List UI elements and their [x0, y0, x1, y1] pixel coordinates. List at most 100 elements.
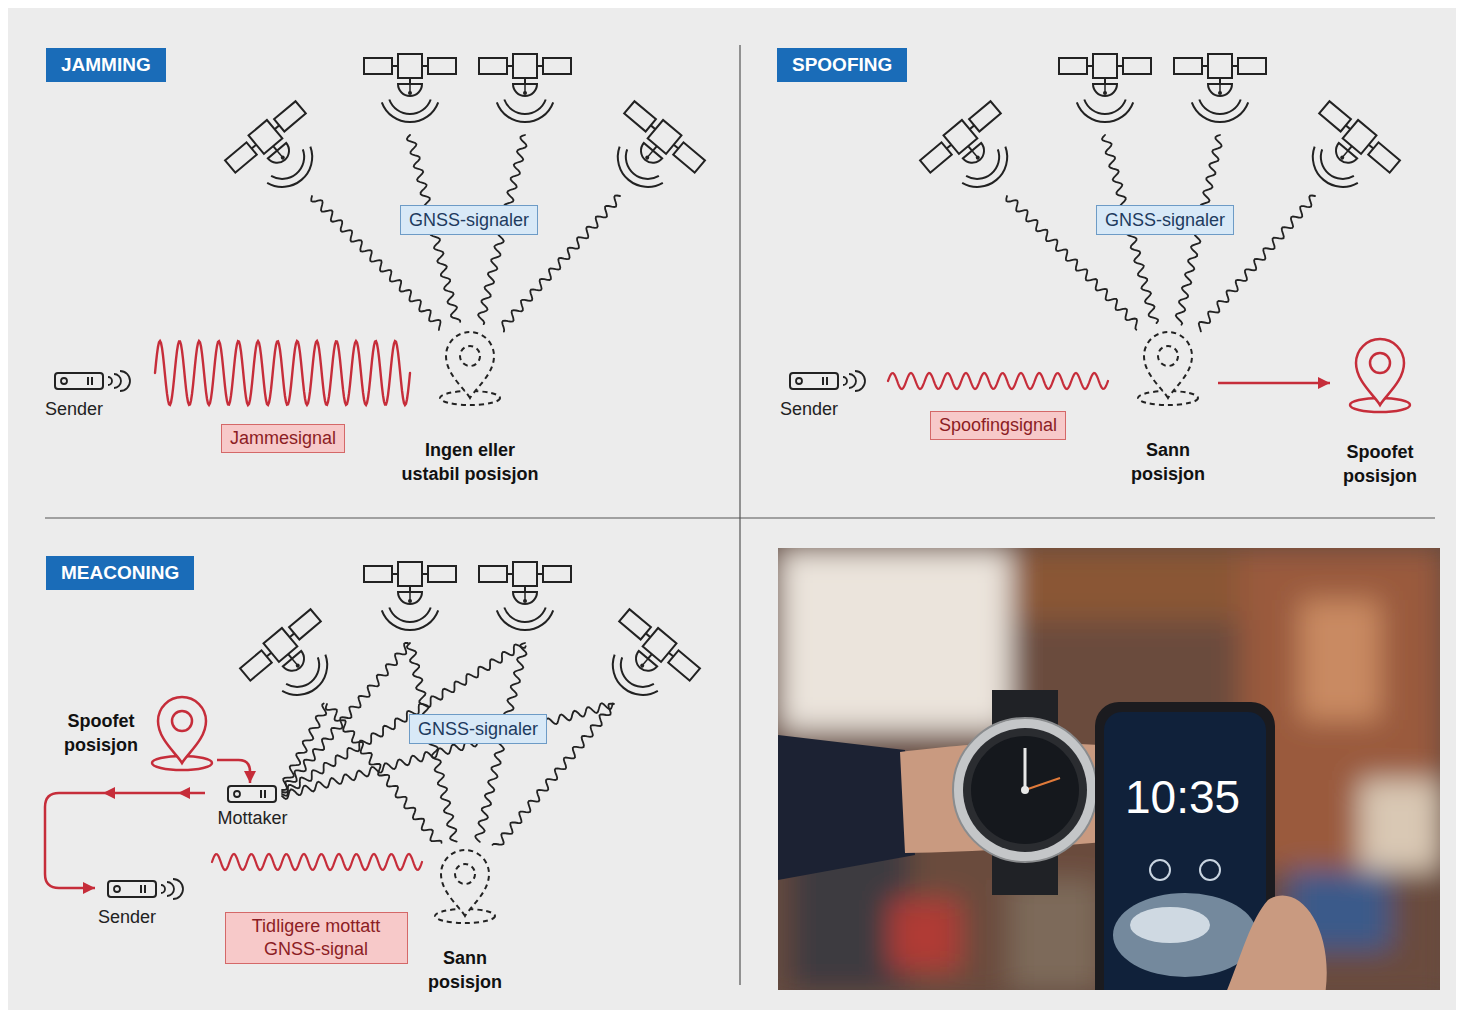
device-body [228, 786, 276, 802]
marker-icon [430, 328, 510, 408]
signal-label: Spoofingsignal [930, 411, 1066, 440]
position-marker: Ingen eller ustabil posisjon [395, 328, 545, 486]
position-marker: Sann posisjon [1118, 328, 1218, 486]
radio-arc [173, 879, 183, 899]
radio-arc [167, 882, 174, 896]
marker-pin [158, 697, 206, 763]
device-body [55, 373, 103, 389]
arrow-line [1218, 382, 1330, 385]
divider-line [45, 517, 1435, 518]
radio-arc [849, 374, 856, 388]
position-marker: Spoofet posisjon [1330, 335, 1430, 488]
transmitter-icon [95, 878, 190, 900]
device-slot [87, 377, 89, 385]
receiver: Mottaker [205, 783, 300, 829]
transmitter: Sender [777, 370, 872, 420]
node-label: GNSS-signaler [418, 717, 538, 741]
gnss-signal-line [282, 704, 326, 791]
device-slot [144, 885, 146, 893]
node-label: Jammesignal [230, 427, 336, 450]
radio-arc [120, 371, 130, 391]
marker-dot [460, 346, 480, 366]
signal-arrow [217, 760, 250, 783]
section-tag: SPOOFING [777, 48, 907, 82]
signal-label: GNSS-signaler [400, 205, 538, 235]
position-marker: Sann posisjon [415, 846, 515, 994]
radio-arc [108, 377, 112, 385]
marker-pin [1144, 332, 1192, 398]
marker-pin [446, 332, 494, 398]
device-slot [826, 377, 828, 385]
signal-arrow [45, 787, 205, 888]
device-led [61, 378, 67, 384]
signal-label: Tidligere mottatt GNSS-signal [225, 912, 408, 964]
device-slot [140, 885, 142, 893]
signal-label: GNSS-signaler [409, 714, 547, 744]
node-label: Sann posisjon [415, 946, 515, 994]
node-label: MEACONING [61, 561, 179, 585]
device-body [108, 881, 156, 897]
radio-arc [843, 377, 847, 385]
marker-dot [455, 864, 475, 884]
node-label: Tidligere mottatt GNSS-signal [234, 915, 399, 961]
device-led [114, 886, 120, 892]
position-marker: Spoofet posisjon [55, 693, 217, 773]
transmitter: Sender [42, 370, 137, 420]
device-body [790, 373, 838, 389]
signal-label: Jammesignal [221, 424, 345, 453]
node-label: Spoofet posisjon [55, 709, 147, 757]
radio-arc [161, 885, 165, 893]
node-label: GNSS-signaler [409, 208, 529, 232]
node-label: Mottaker [205, 807, 300, 829]
arrow-head [103, 787, 115, 799]
signal-label: GNSS-signaler [1096, 205, 1234, 235]
spoofing-wave [888, 373, 1108, 389]
device-led [234, 791, 240, 797]
marker-icon [147, 693, 217, 773]
jamming-wave [155, 341, 410, 405]
marker-dot [1370, 353, 1390, 373]
node-label: SPOOFING [792, 53, 892, 77]
arrow-head [178, 787, 190, 799]
marker-icon [425, 846, 505, 926]
radio-arc [855, 371, 865, 391]
replay-wave [212, 854, 422, 870]
transmitter-icon [42, 370, 137, 392]
node-label: Spoofet posisjon [1330, 440, 1430, 488]
receiver-icon [205, 783, 300, 803]
section-tag: MEACONING [46, 556, 194, 590]
node-label: GNSS-signaler [1105, 208, 1225, 232]
phone-clock: 10:35 [1125, 770, 1240, 824]
node-label: Sann posisjon [1118, 438, 1218, 486]
device-led [796, 378, 802, 384]
device-slot [822, 377, 824, 385]
signal-arrow [1218, 383, 1330, 384]
divider-line [739, 45, 740, 985]
transmitter: Sender [95, 878, 190, 928]
node-label: Sender [42, 398, 137, 420]
marker-pin [1356, 339, 1404, 405]
node-label: Ingen eller ustabil posisjon [395, 438, 545, 486]
node-label: Sender [95, 906, 190, 928]
photo [778, 548, 1440, 990]
arrow-line [217, 760, 250, 783]
node-label: Spoofingsignal [939, 414, 1057, 437]
node-label: Sender [777, 398, 872, 420]
device-slot [264, 790, 266, 798]
node-label: JAMMING [61, 53, 151, 77]
marker-dot [172, 711, 192, 731]
device-slot [260, 790, 262, 798]
radio-arc [114, 374, 121, 388]
gnss-signal-line [282, 703, 613, 799]
marker-dot [1158, 346, 1178, 366]
section-tag: JAMMING [46, 48, 166, 82]
marker-pin [441, 850, 489, 916]
transmitter-icon [777, 370, 872, 392]
marker-icon [1340, 335, 1420, 415]
device-slot [91, 377, 93, 385]
arrow-line [45, 793, 205, 888]
marker-icon [1128, 328, 1208, 408]
